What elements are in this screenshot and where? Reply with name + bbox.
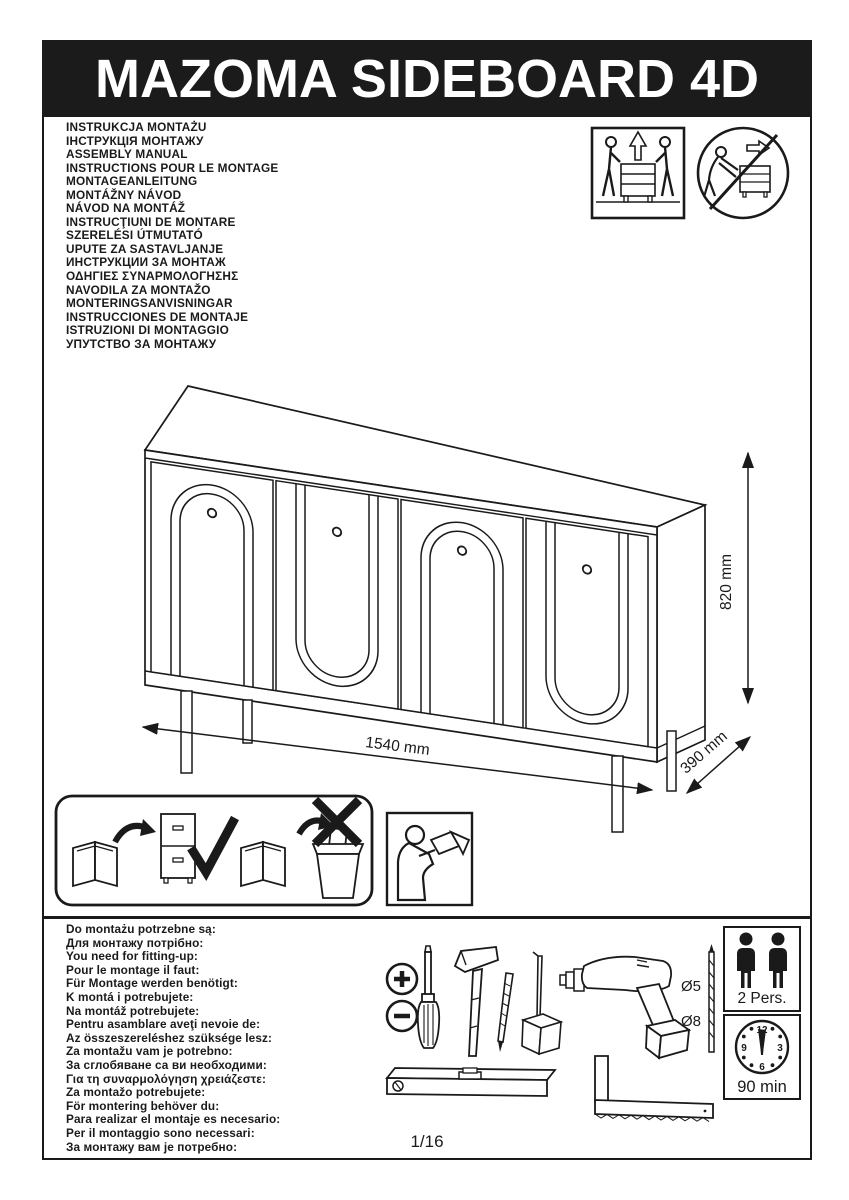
hammer-icon: [453, 946, 500, 1057]
persons-required-box: 2 Pers.: [723, 926, 801, 1012]
keep-manual-with-furniture-icon: [54, 794, 374, 907]
persons-required-label: 2 Pers.: [737, 990, 787, 1007]
language-line: SZERELÉSI ÚTMUTATÓ: [66, 228, 203, 243]
language-line: MONTAGEANLEITUNG: [66, 174, 198, 189]
clock-number-6: 6: [759, 1062, 765, 1073]
tools-needed-language-list: Do montażu potrzebne są: Для монтажу пот…: [66, 922, 396, 1154]
door-knob: [456, 545, 468, 556]
pencil-icon: [497, 972, 514, 1052]
language-line: Pentru asamblare aveţi nevoie de:: [66, 1017, 261, 1032]
language-line: INSTRUCTIONS POUR LE MONTAGE: [66, 160, 279, 175]
language-line: ІНСТРУКЦІЯ МОНТАЖУ: [66, 133, 204, 148]
language-line: För montering behöver du:: [66, 1098, 220, 1113]
clock-number-9: 9: [741, 1043, 747, 1054]
language-line: Na montáž potrebujete:: [66, 1003, 200, 1018]
cordless-drill-icon: [559, 955, 692, 1060]
clock-icon: 12 3 6 9: [734, 1019, 790, 1075]
square-block-icon: [520, 951, 564, 1056]
language-line: NÁVOD NA MONTÁŽ: [66, 201, 186, 216]
spirit-level-icon: [385, 1067, 557, 1097]
sideboard-drawing: 820 mm 1540 mm 390 mm: [141, 385, 754, 833]
language-line: MONTERINGSANVISNINGAR: [66, 296, 233, 311]
language-line: ASSEMBLY MANUAL: [66, 147, 188, 162]
language-line: Za montažu vam je potrebno:: [66, 1044, 233, 1059]
language-line: ΟΔΗΓΙΕΣ ΣΥΝΑΡΜΟΛΟΓΗΣΗΣ: [66, 269, 239, 284]
language-line: INSTRUCCIONES DE MONTAJE: [66, 309, 249, 324]
door-panels: [150, 461, 649, 748]
language-line: Para realizar el montaje es necesario:: [66, 1112, 281, 1127]
assembly-manual-language-list: INSTRUKCJA MONTAŻU ІНСТРУКЦІЯ МОНТАЖУ AS…: [66, 120, 396, 351]
page-title: MAZOMA SIDEBOARD 4D: [94, 48, 759, 109]
language-line: INSTRUCŢIUNI DE MONTARE: [66, 214, 236, 229]
carpenter-square-icon: [594, 1055, 714, 1123]
required-tools-illustration: Ø5 Ø8: [385, 944, 715, 1123]
two-persons-icon: [737, 932, 787, 988]
language-line: Для монтажу потрібно:: [66, 935, 204, 950]
screwdriver-icon: [416, 945, 441, 1049]
language-line: За монтажу вам је потребно:: [66, 1139, 238, 1154]
door-knob: [206, 507, 218, 519]
read-manual-icon: [385, 811, 474, 907]
language-line: Für Montage werden benötigt:: [66, 976, 238, 991]
language-line: УПУТСТВО ЗА МОНТАЖУ: [66, 336, 217, 351]
section-divider: [42, 916, 812, 919]
page-number: 1/16: [410, 1132, 444, 1151]
language-line: Pour le montage il faut:: [66, 962, 200, 977]
open-book-icon: [240, 840, 286, 888]
language-line: Az összeszereléshez szüksége lesz:: [66, 1030, 273, 1045]
language-line: K montá i potrebujete:: [66, 989, 194, 1004]
language-line: Za montažo potrebujete:: [66, 1085, 206, 1100]
language-line: За сглобяване са ви необходими:: [66, 1057, 267, 1072]
door-knob: [331, 526, 343, 538]
language-line: NAVODILA ZA MONTAŽO: [66, 282, 211, 297]
drill-diameter-8-label: Ø8: [681, 1013, 701, 1030]
cabinet-icon: [160, 813, 196, 884]
door-knob: [581, 564, 593, 575]
title-bar: MAZOMA SIDEBOARD 4D: [42, 40, 812, 117]
language-line: ИНСТРУКЦИИ ЗА МОНТАЖ: [66, 255, 226, 270]
drill-diameter-5-label: Ø5: [681, 978, 701, 995]
language-line: Για τη συναρμολόγηση χρειάζεστε:: [66, 1071, 266, 1086]
language-line: UPUTE ZA SASTAVLJANJE: [66, 241, 224, 256]
x-mark-icon: [311, 796, 363, 848]
language-line: Per il montaggio sono necessari:: [66, 1125, 255, 1140]
clock-number-3: 3: [777, 1043, 783, 1054]
open-book-icon: [72, 840, 118, 888]
no-single-person-push-icon: [696, 126, 790, 220]
assembly-time-box: 12 3 6 9 90 min: [723, 1014, 801, 1100]
two-person-lift-icon: [590, 126, 790, 220]
checkmark-icon: [187, 815, 239, 881]
language-line: You need for fitting-up:: [66, 949, 198, 964]
drill-bit-icon: [708, 944, 715, 1053]
language-line: ISTRUZIONI DI MONTAGGIO: [66, 323, 229, 338]
height-dimension-label: 820 mm: [718, 554, 735, 610]
language-line: INSTRUKCJA MONTAŻU: [66, 120, 207, 134]
assembly-time-label: 90 min: [737, 1078, 787, 1096]
language-line: Do montażu potrzebne są:: [66, 922, 216, 936]
language-line: MONTÁŽNY NÁVOD: [66, 187, 182, 202]
